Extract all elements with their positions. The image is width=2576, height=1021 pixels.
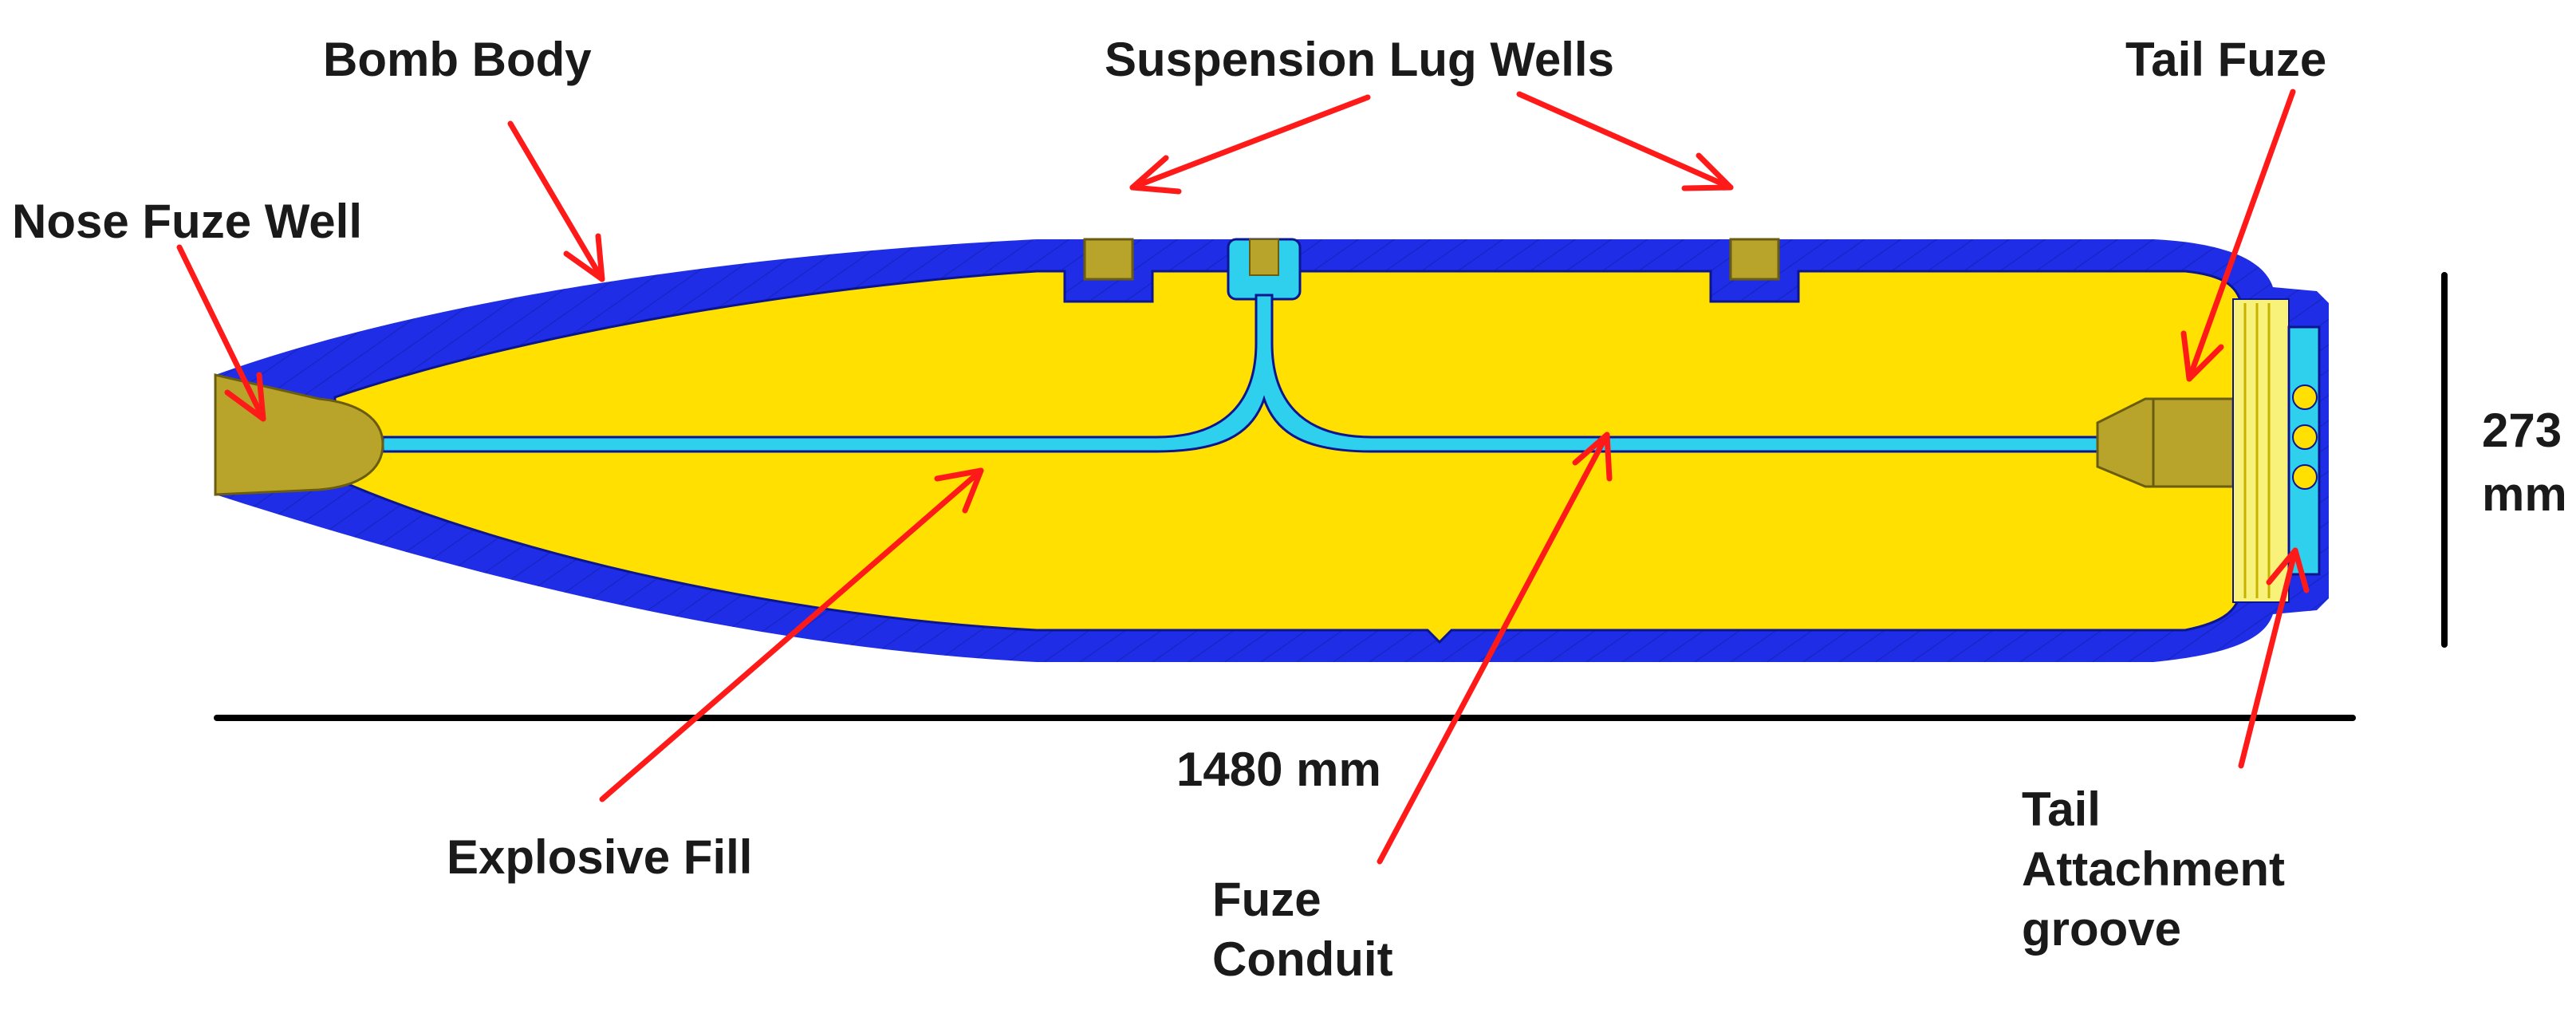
tail-attachment-section	[2232, 298, 2321, 603]
label-height-unit: mm	[2482, 467, 2567, 521]
lug-well-center	[1227, 238, 1302, 301]
label-nose-fuze-well: Nose Fuze Well	[12, 195, 362, 248]
suspension-lug-pointer-right	[1516, 91, 1734, 191]
label-height-value: 273	[2482, 404, 2562, 457]
label-bomb-body: Bomb Body	[323, 33, 592, 86]
label-fuze-conduit-line2: Conduit	[1212, 932, 1393, 986]
tail-fuze	[2096, 397, 2235, 488]
nose-fuze-pointer	[176, 244, 266, 422]
lug-well-left	[1083, 238, 1134, 281]
label-fuze-conduit-line1: Fuze	[1212, 873, 1321, 926]
fuze-conduit-pointer	[1377, 432, 1613, 865]
tail-fuze-pointer	[2180, 89, 2296, 382]
label-suspension-lug-wells: Suspension Lug Wells	[1105, 33, 1614, 86]
label-tail-attachment-line3: groove	[2022, 902, 2181, 956]
fuze-conduit	[381, 294, 2147, 453]
suspension-lug-pointer-left	[1129, 94, 1371, 195]
label-tail-attachment-line1: Tail	[2022, 783, 2101, 836]
label-tail-attachment-line2: Attachment	[2022, 842, 2285, 896]
explosive-fill-pointer	[599, 467, 984, 802]
tail-attachment-pointer	[2238, 547, 2310, 769]
label-length: 1480 mm	[1176, 743, 1381, 796]
label-tail-fuze: Tail Fuze	[2125, 33, 2326, 86]
lug-well-right	[1729, 238, 1780, 281]
bomb-body-pointer	[507, 120, 605, 282]
label-explosive-fill: Explosive Fill	[447, 830, 752, 884]
